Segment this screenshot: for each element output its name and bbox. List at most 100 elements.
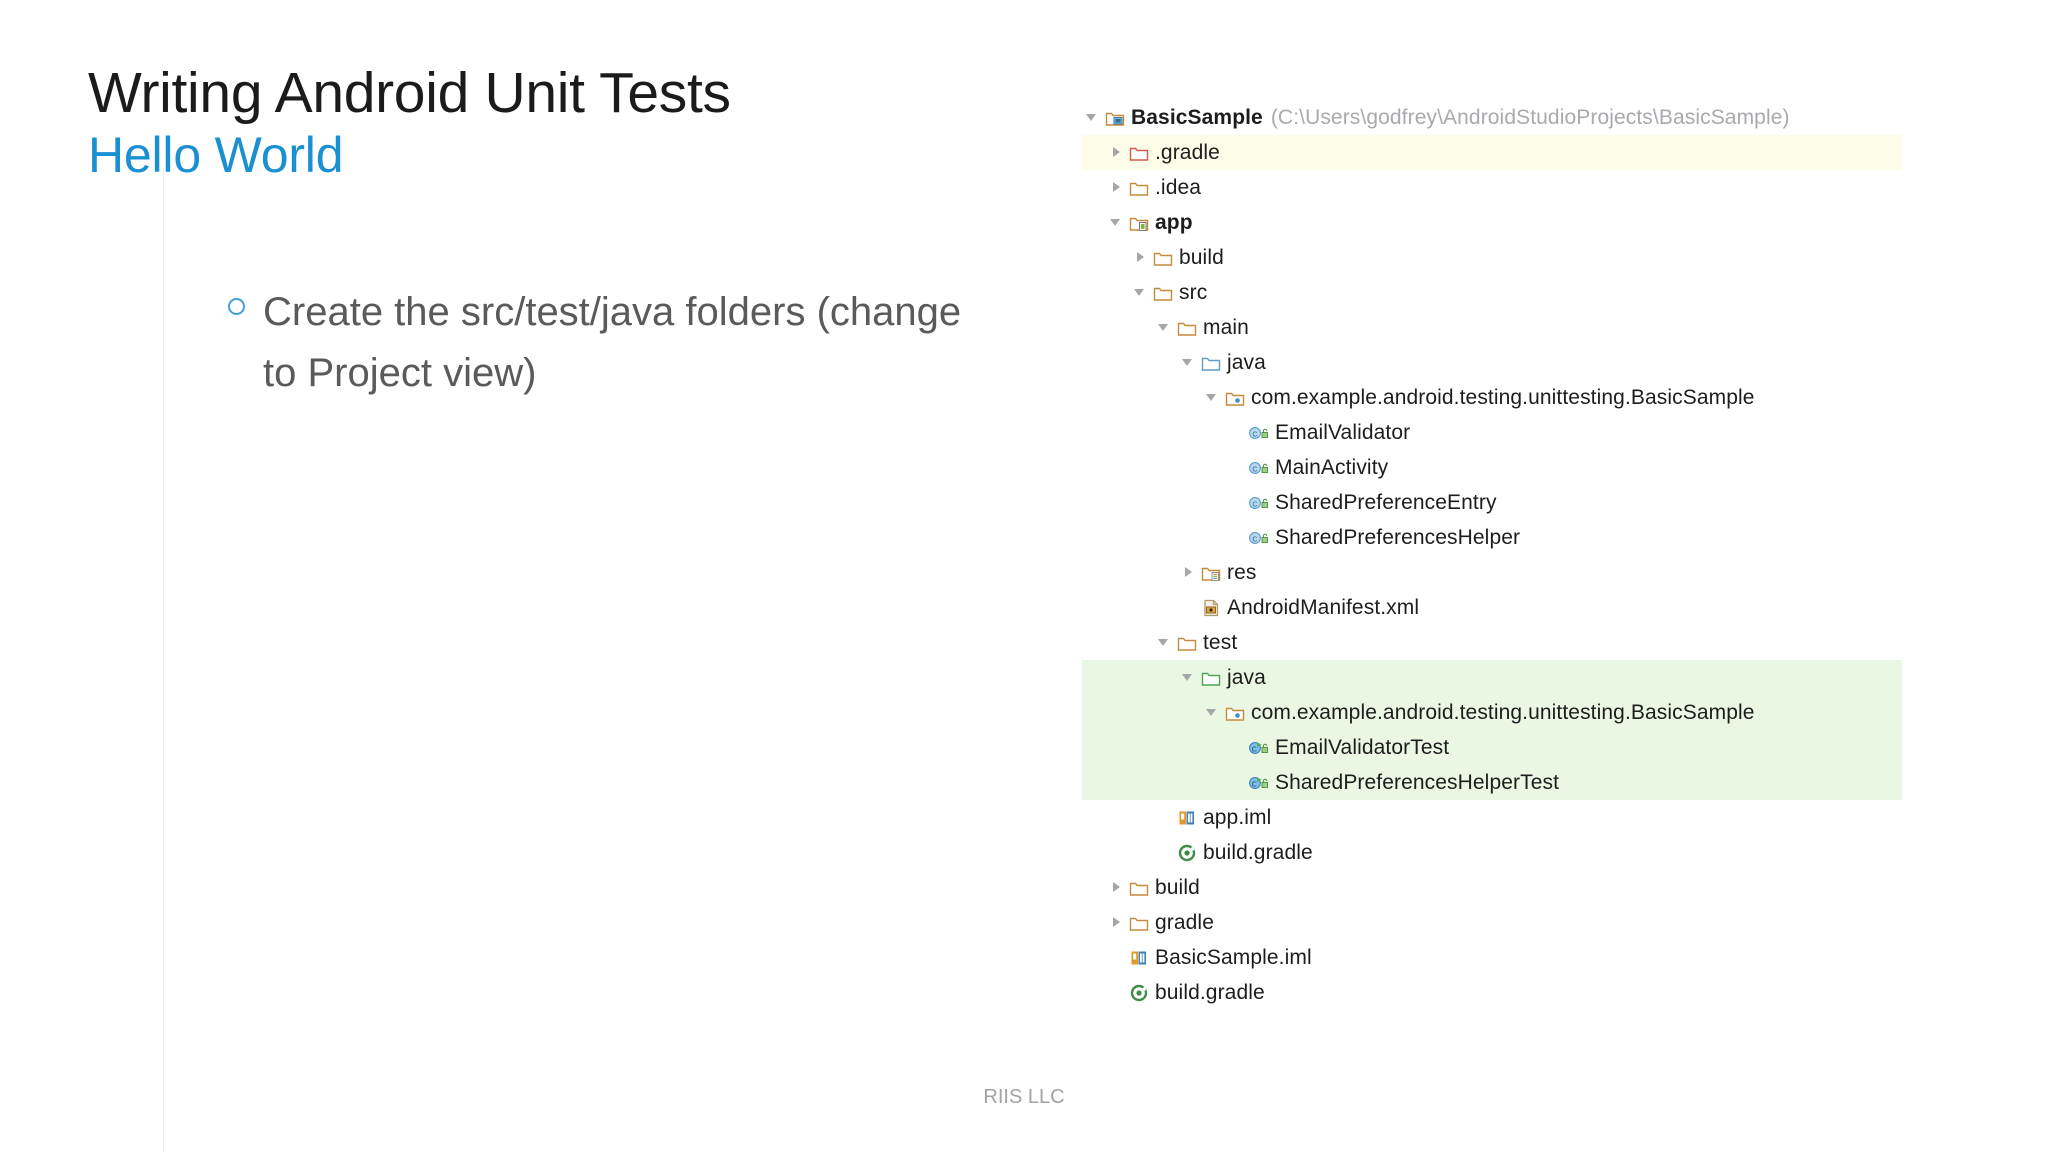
tree-spacer xyxy=(1226,527,1248,549)
chevron-right-icon[interactable] xyxy=(1106,142,1128,164)
tree-row-content: app xyxy=(1106,211,1193,235)
slide-title-block: Writing Android Unit Tests Hello World xyxy=(88,62,988,184)
android-manifest-icon xyxy=(1200,597,1222,619)
project-tree[interactable]: BasicSample(C:\Users\godfrey\AndroidStud… xyxy=(1082,100,1902,1010)
tree-row[interactable]: C SharedPreferenceEntry xyxy=(1082,485,1902,520)
tree-row-highlight xyxy=(1082,730,1902,765)
chevron-down-icon[interactable] xyxy=(1202,702,1224,724)
tree-row-content: com.example.android.testing.unittesting.… xyxy=(1202,701,1755,725)
tree-row[interactable]: BasicSample.iml xyxy=(1082,940,1902,975)
tree-row-label: EmailValidator xyxy=(1275,420,1411,444)
tree-row-content: gradle xyxy=(1106,911,1214,935)
project-folder-icon xyxy=(1104,107,1126,129)
tree-row-content: app.iml xyxy=(1154,806,1271,830)
svg-text:C: C xyxy=(1252,499,1257,508)
java-test-class-icon: C xyxy=(1248,772,1270,794)
svg-text:C: C xyxy=(1252,779,1257,788)
chevron-down-icon[interactable] xyxy=(1178,352,1200,374)
tree-row[interactable]: BasicSample(C:\Users\godfrey\AndroidStud… xyxy=(1082,100,1902,135)
tree-row[interactable]: gradle xyxy=(1082,905,1902,940)
tree-row[interactable]: java xyxy=(1082,660,1902,695)
svg-text:C: C xyxy=(1252,744,1257,753)
tree-row-label: app.iml xyxy=(1203,805,1272,829)
svg-text:C: C xyxy=(1252,464,1257,473)
gradle-file-icon xyxy=(1128,982,1150,1004)
java-class-icon: C xyxy=(1248,457,1270,479)
tree-row[interactable]: build.gradle xyxy=(1082,835,1902,870)
chevron-down-icon[interactable] xyxy=(1178,667,1200,689)
tree-row[interactable]: app.iml xyxy=(1082,800,1902,835)
tree-row[interactable]: main xyxy=(1082,310,1902,345)
tree-row[interactable]: java xyxy=(1082,345,1902,380)
tree-row-label: SharedPreferenceEntry xyxy=(1275,490,1497,514)
tree-row-label: gradle xyxy=(1155,910,1214,934)
tree-row[interactable]: build xyxy=(1082,240,1902,275)
tree-row-label: build xyxy=(1155,875,1200,899)
tree-row-label: app xyxy=(1155,210,1193,234)
tree-row-label: MainActivity xyxy=(1275,455,1389,479)
tree-row-content: res xyxy=(1178,561,1256,585)
chevron-down-icon[interactable] xyxy=(1082,107,1104,129)
tree-row[interactable]: src xyxy=(1082,275,1902,310)
chevron-right-icon[interactable] xyxy=(1106,177,1128,199)
tree-row[interactable]: build xyxy=(1082,870,1902,905)
tree-row-label: java xyxy=(1227,665,1266,689)
tree-row-label: BasicSample.iml xyxy=(1155,945,1312,969)
tree-row-label: test xyxy=(1203,630,1238,654)
chevron-right-icon[interactable] xyxy=(1106,877,1128,899)
chevron-down-icon[interactable] xyxy=(1154,632,1176,654)
tree-row-label: com.example.android.testing.unittesting.… xyxy=(1251,700,1755,724)
tree-row[interactable]: com.example.android.testing.unittesting.… xyxy=(1082,695,1902,730)
chevron-down-icon[interactable] xyxy=(1202,387,1224,409)
chevron-down-icon[interactable] xyxy=(1154,317,1176,339)
java-class-icon: C xyxy=(1248,422,1270,444)
list-item-label: Create the src/test/java folders (change… xyxy=(263,290,962,395)
tree-row[interactable]: com.example.android.testing.unittesting.… xyxy=(1082,380,1902,415)
tree-row-content: .idea xyxy=(1106,176,1201,200)
tree-row-label: main xyxy=(1203,315,1249,339)
tree-spacer xyxy=(1226,492,1248,514)
tree-row-content: java xyxy=(1178,666,1266,690)
tree-row[interactable]: test xyxy=(1082,625,1902,660)
tree-row-content: java xyxy=(1178,351,1266,375)
svg-text:C: C xyxy=(1252,534,1257,543)
chevron-right-icon[interactable] xyxy=(1106,912,1128,934)
tree-row-highlight xyxy=(1082,135,1902,170)
tree-row[interactable]: app xyxy=(1082,205,1902,240)
page-title: Writing Android Unit Tests xyxy=(88,61,731,125)
chevron-down-icon[interactable] xyxy=(1106,212,1128,234)
chevron-right-icon[interactable] xyxy=(1178,562,1200,584)
tree-spacer xyxy=(1226,457,1248,479)
tree-row[interactable]: AndroidManifest.xml xyxy=(1082,590,1902,625)
chevron-down-icon[interactable] xyxy=(1130,282,1152,304)
tree-row[interactable]: build.gradle xyxy=(1082,975,1902,1010)
tree-row[interactable]: .gradle xyxy=(1082,135,1902,170)
tree-row-content: com.example.android.testing.unittesting.… xyxy=(1202,386,1755,410)
tree-row-content: BasicSample(C:\Users\godfrey\AndroidStud… xyxy=(1082,106,1790,130)
tree-row-content: build xyxy=(1130,246,1224,270)
tree-row-content: C MainActivity xyxy=(1226,456,1388,480)
page-subtitle: Hello World xyxy=(88,127,344,183)
folder-excluded-icon xyxy=(1128,142,1150,164)
list-item: Create the src/test/java folders (change… xyxy=(228,282,988,404)
tree-row[interactable]: C MainActivity xyxy=(1082,450,1902,485)
tree-row-label: java xyxy=(1227,350,1266,374)
folder-icon xyxy=(1128,912,1150,934)
tree-row[interactable]: .idea xyxy=(1082,170,1902,205)
tree-row[interactable]: res xyxy=(1082,555,1902,590)
tree-spacer xyxy=(1178,597,1200,619)
test-source-root-folder-icon xyxy=(1200,667,1222,689)
bullet-list: Create the src/test/java folders (change… xyxy=(228,282,988,404)
circle-bullet-icon xyxy=(228,298,245,315)
chevron-right-icon[interactable] xyxy=(1130,247,1152,269)
tree-row-content: AndroidManifest.xml xyxy=(1178,596,1419,620)
slide-left-rule xyxy=(163,168,164,1152)
module-icon xyxy=(1128,212,1150,234)
tree-row-content: build xyxy=(1106,876,1200,900)
